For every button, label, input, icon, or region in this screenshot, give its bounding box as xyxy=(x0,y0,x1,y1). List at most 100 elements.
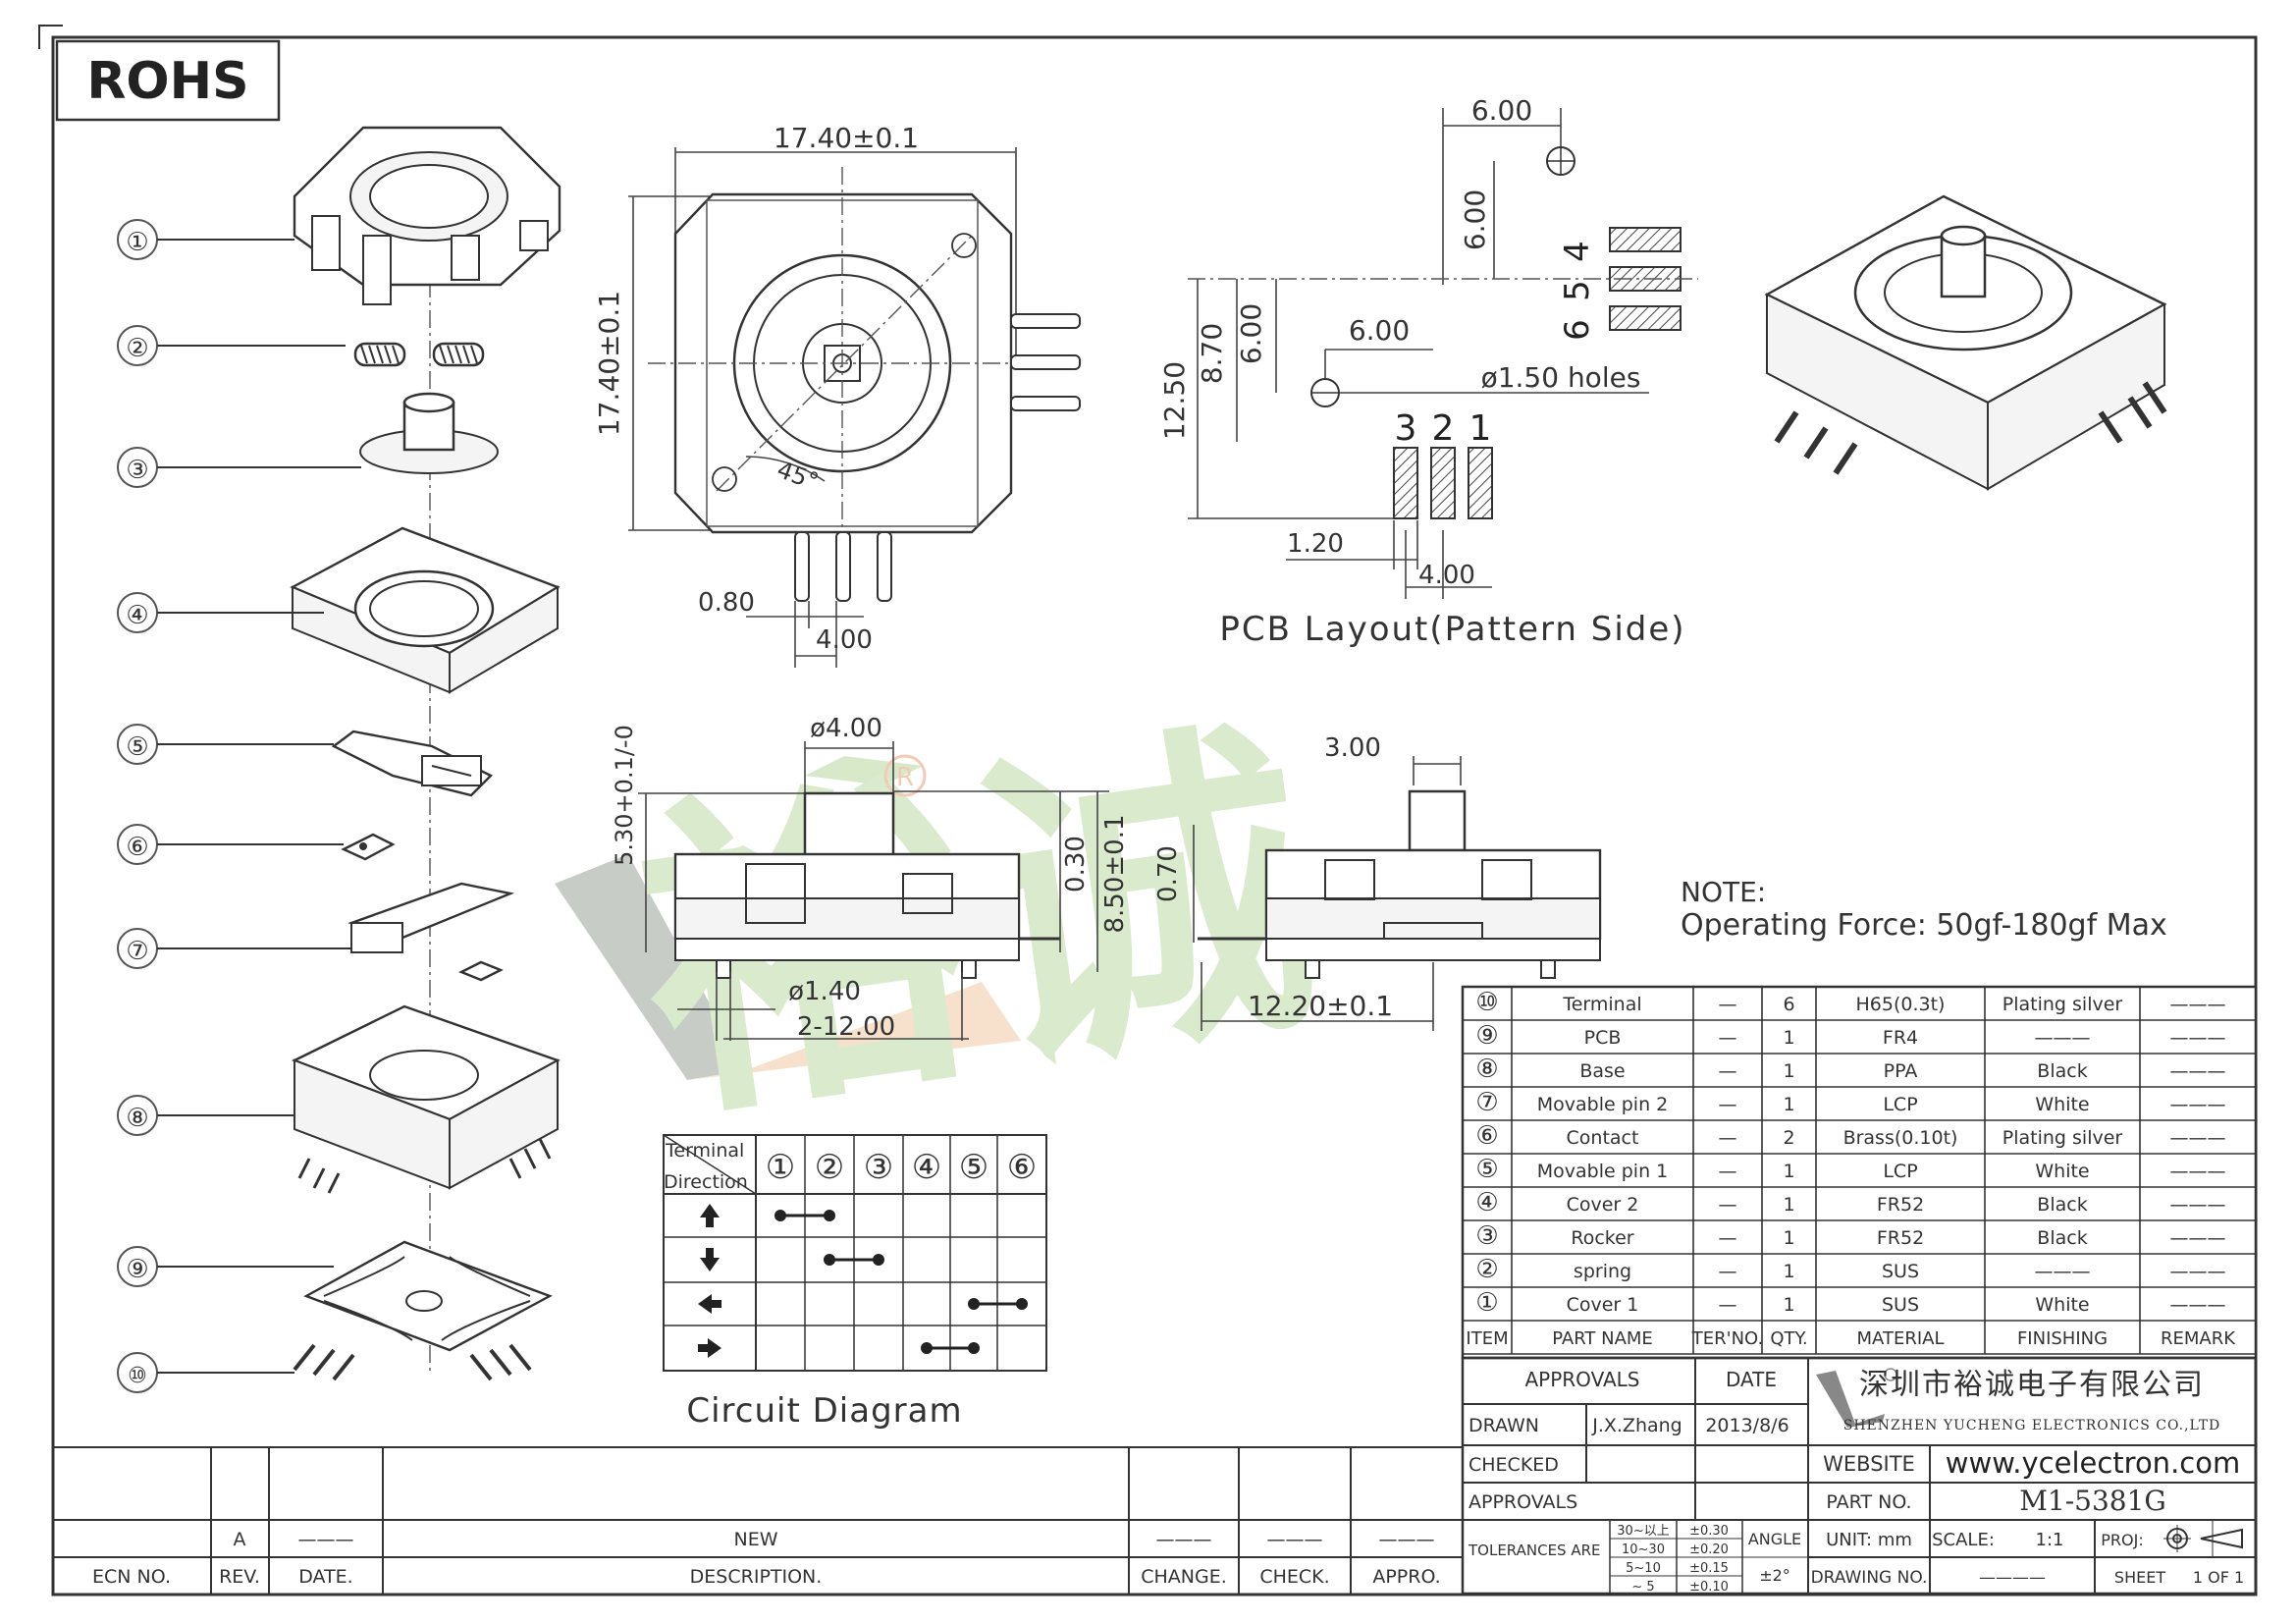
bom-part-name: Rocker xyxy=(1571,1227,1633,1249)
part-movable-pin-1 xyxy=(331,730,494,797)
bom-material: LCP xyxy=(1883,1094,1917,1115)
pcb-dim-top: 6.00 xyxy=(1471,94,1532,127)
part-base xyxy=(291,1004,561,1194)
pcb-dim-1250: 12.50 xyxy=(1158,361,1191,440)
website-label: WEBSITE xyxy=(1823,1452,1915,1476)
bom-ter-no: — xyxy=(1719,1261,1737,1282)
callout-8: ⑧ xyxy=(117,1095,294,1136)
part-cover-1 xyxy=(293,126,561,305)
side-dim-300: 3.00 xyxy=(1324,733,1381,763)
company-logo xyxy=(1816,1368,1897,1428)
bom-finishing: ——— xyxy=(2035,1261,2091,1282)
circuit-terminal-1: ① xyxy=(766,1148,795,1187)
revision-block: A ——— NEW ——— ——— ——— ECN NO. REV. DATE.… xyxy=(53,1446,1463,1594)
pcb-dim-vertical-2: 6.00 xyxy=(1235,303,1267,364)
bom-material: FR52 xyxy=(1877,1194,1924,1216)
bom-remark: ——— xyxy=(2170,1060,2226,1082)
callout-3: ③ xyxy=(117,447,361,488)
bom-remark: ——— xyxy=(2170,1261,2226,1282)
angle-value: ±2° xyxy=(1759,1566,1790,1585)
tol-range-2: 10~30 xyxy=(1622,1542,1665,1557)
bom-header: MATERIAL xyxy=(1857,1328,1945,1349)
callout-9: ⑨ xyxy=(117,1246,334,1287)
rohs-label: ROHS xyxy=(86,52,248,111)
svg-text:③: ③ xyxy=(126,456,148,485)
sheet-value: 1 OF 1 xyxy=(2193,1568,2244,1587)
tol-value-2: ±0.20 xyxy=(1689,1542,1729,1557)
side-dim-850: 8.50±0.1 xyxy=(1100,814,1130,933)
sheet-label: SHEET xyxy=(2114,1568,2165,1587)
rev-change-value: ——— xyxy=(1156,1529,1212,1550)
bom-qty: 1 xyxy=(1783,1060,1794,1082)
bom-header: PART NAME xyxy=(1552,1328,1653,1349)
tol-range-1: 30~以上 xyxy=(1617,1524,1669,1539)
svg-text:⑧: ⑧ xyxy=(126,1104,148,1133)
part-no-label: PART NO. xyxy=(1826,1491,1911,1513)
bom-item: ⑦ xyxy=(1475,1088,1498,1117)
circuit-rows xyxy=(698,1204,1028,1358)
circuit-node xyxy=(873,1254,884,1266)
bom-ter-no: — xyxy=(1719,1227,1737,1249)
circuit-node xyxy=(774,1210,786,1221)
side-dim-1220: 12.20±0.1 xyxy=(1248,990,1393,1022)
checked-label: CHECKED xyxy=(1468,1454,1559,1476)
bom-remark: ——— xyxy=(2170,1227,2226,1249)
side-dim-070: 0.70 xyxy=(1153,845,1183,902)
bom-finishing: Black xyxy=(2037,1194,2087,1216)
appro-label: APPRO. xyxy=(1372,1566,1440,1588)
bom-finishing: White xyxy=(2035,1161,2089,1182)
drawing-no-label: DRAWING NO. xyxy=(1811,1568,1928,1588)
bom-ter-no: — xyxy=(1719,1127,1737,1149)
bom-finishing: Black xyxy=(2037,1227,2087,1249)
bom-item: ③ xyxy=(1475,1221,1498,1251)
rev-appro-value: ——— xyxy=(1379,1529,1435,1550)
bom-item: ① xyxy=(1475,1288,1498,1318)
circuit-row xyxy=(700,1248,884,1271)
bom-qty: 1 xyxy=(1783,1261,1794,1282)
pin-label-5: 5 xyxy=(1558,280,1597,301)
circuit-terminal-4: ④ xyxy=(912,1148,941,1187)
drawing-no-value: ———— xyxy=(1979,1568,2046,1588)
part-cover-2 xyxy=(290,526,561,694)
callout-4: ④ xyxy=(117,592,324,633)
svg-text:⑤: ⑤ xyxy=(126,732,148,762)
exploded-view: ① ② ③ ④ ⑤ ⑥ ⑦ ⑧ ⑨ ⑩ xyxy=(117,126,561,1393)
bom-finishing: White xyxy=(2035,1294,2089,1316)
pin-label-1: 1 xyxy=(1469,408,1492,449)
bom-material: LCP xyxy=(1883,1161,1917,1182)
drawn-name: J.X.Zhang xyxy=(1591,1415,1682,1436)
date-header: DATE xyxy=(1726,1368,1777,1391)
bom-item: ⑤ xyxy=(1475,1155,1498,1184)
circuit-terminal-2: ② xyxy=(815,1148,844,1187)
bom-material: FR52 xyxy=(1877,1227,1924,1249)
approvals-header: APPROVALS xyxy=(1524,1368,1639,1391)
right-arrow-icon xyxy=(698,1338,721,1358)
top-width-dim: 17.40±0.1 xyxy=(774,122,919,154)
change-label: CHANGE. xyxy=(1141,1566,1227,1588)
proj-label: PROJ: xyxy=(2101,1531,2143,1549)
bom-item: ⑥ xyxy=(1475,1121,1498,1151)
svg-text:④: ④ xyxy=(126,601,148,630)
circuit-terminal-3: ③ xyxy=(864,1148,893,1187)
note-block: NOTE: Operating Force: 50gf-180gf Max xyxy=(1681,876,2167,943)
scale-value: 1:1 xyxy=(2036,1530,2064,1550)
callout-2: ② xyxy=(117,325,346,366)
bom-item: ④ xyxy=(1475,1188,1498,1217)
bom-part-name: Terminal xyxy=(1562,994,1641,1015)
part-rocker xyxy=(359,392,499,474)
bom-ter-no: — xyxy=(1719,1094,1737,1115)
side-stem-dia: ø4.00 xyxy=(810,714,882,743)
bom-remark: ——— xyxy=(2170,1027,2226,1049)
bom-header: TER'NO. xyxy=(1691,1328,1763,1349)
bom-qty: 1 xyxy=(1783,1227,1794,1249)
